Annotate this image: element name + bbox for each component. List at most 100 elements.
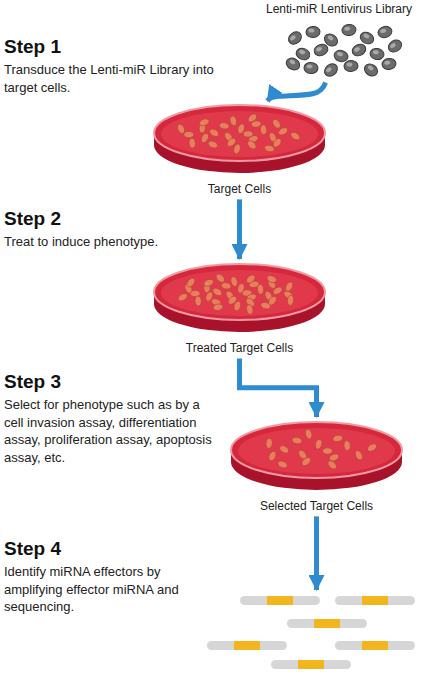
culture-dish: Target Cells — [152, 103, 327, 196]
cell — [284, 281, 294, 293]
step-body: Treat to induce phenotype. — [4, 233, 219, 251]
cell — [247, 112, 259, 123]
step-heading: Step 1 — [4, 36, 204, 59]
cell — [245, 304, 254, 315]
dish-rim — [154, 264, 325, 320]
particle-shell — [286, 30, 304, 47]
cell — [219, 122, 230, 130]
particle-highlight — [308, 29, 314, 33]
flow-arrow — [237, 199, 242, 259]
cell — [245, 273, 257, 284]
cell — [230, 276, 239, 287]
cell — [344, 440, 351, 451]
virus-particles — [255, 16, 423, 80]
mirna-insert — [298, 660, 324, 669]
particle-shell — [381, 58, 396, 71]
cell — [260, 124, 267, 135]
cell — [185, 277, 196, 289]
virus-particle — [362, 62, 380, 79]
step-block: Identify miRNA effectors by amplifying e… — [4, 563, 204, 616]
cell — [265, 438, 272, 449]
virus-particle — [369, 48, 385, 61]
cell — [213, 303, 224, 311]
particle-shell — [341, 24, 357, 37]
particle-shell — [377, 25, 393, 39]
virus-particle — [304, 62, 319, 74]
petri-dish — [152, 103, 327, 179]
dna-fragment — [335, 641, 415, 650]
flow-arrow — [240, 358, 317, 417]
mirna-insert — [362, 641, 388, 650]
particle-shell — [312, 43, 329, 58]
particle-highlight — [299, 49, 306, 55]
virus-library: Lenti-miR Lentivirus Library — [255, 2, 423, 80]
virus-particle — [322, 62, 340, 79]
culture-dish: Treated Target Cells — [152, 262, 327, 355]
particle-highlight — [344, 27, 351, 32]
petri-dish — [152, 262, 327, 338]
culture-dish: Selected Target Cells — [229, 420, 404, 513]
fragment-strand — [207, 641, 287, 650]
cell — [260, 302, 271, 310]
virus-particle — [377, 25, 393, 39]
virus-particle — [294, 47, 311, 62]
particle-shell — [369, 48, 385, 61]
dish-caption: Target Cells — [152, 182, 327, 196]
cell — [233, 143, 242, 154]
cell — [354, 449, 364, 461]
flow-arrow — [268, 82, 326, 101]
cell — [184, 131, 194, 138]
cell — [304, 429, 313, 440]
cell — [237, 283, 246, 294]
petri-dish — [229, 420, 404, 496]
cell — [300, 456, 312, 467]
virus-particle — [284, 56, 302, 72]
particle-highlight — [389, 43, 396, 50]
particle-highlight — [327, 35, 334, 42]
cell — [214, 272, 226, 284]
step-heading: Step 2 — [4, 208, 204, 231]
particle-highlight — [353, 47, 360, 53]
cell — [229, 115, 238, 126]
fragment-strand — [240, 596, 320, 605]
dna-fragments — [207, 596, 415, 669]
cell — [277, 460, 289, 470]
virus-particle — [341, 24, 357, 37]
dish-caption: Selected Target Cells — [229, 499, 404, 513]
fragment-strand — [335, 596, 415, 605]
cell — [237, 123, 246, 134]
fragment-strand — [287, 619, 367, 628]
particle-highlight — [316, 47, 323, 53]
cell — [322, 448, 332, 454]
virus-particle — [306, 27, 321, 39]
particle-shell — [294, 47, 311, 62]
cell — [203, 278, 215, 287]
particle-highlight — [289, 59, 296, 65]
cell — [266, 274, 278, 284]
virus-particle — [312, 43, 329, 58]
dish-caption: Treated Target Cells — [152, 341, 327, 355]
cell — [264, 144, 275, 152]
step-block: Step 1 — [4, 36, 204, 59]
particle-shell — [362, 62, 380, 79]
cell — [198, 118, 210, 127]
cell — [208, 127, 220, 138]
particle-highlight — [289, 35, 296, 42]
cell — [366, 442, 378, 453]
particle-highlight — [325, 67, 332, 74]
cell — [246, 139, 258, 151]
cell — [233, 300, 242, 311]
step-body: Identify miRNA effectors by amplifying e… — [4, 563, 204, 616]
particle-highlight — [337, 52, 344, 57]
particle-highlight — [367, 65, 374, 72]
particle-shell — [284, 56, 302, 72]
step-block: Transduce the Lenti-miR Library into tar… — [4, 61, 219, 96]
step-block: Treat to induce phenotype. — [4, 233, 219, 251]
particle-shell — [304, 62, 319, 74]
step-block: Step 3 — [4, 371, 204, 394]
fragment-strand — [271, 660, 351, 669]
fragment-strand — [335, 641, 415, 650]
cell — [278, 444, 290, 455]
cell — [326, 459, 338, 471]
particle-highlight — [372, 50, 379, 55]
